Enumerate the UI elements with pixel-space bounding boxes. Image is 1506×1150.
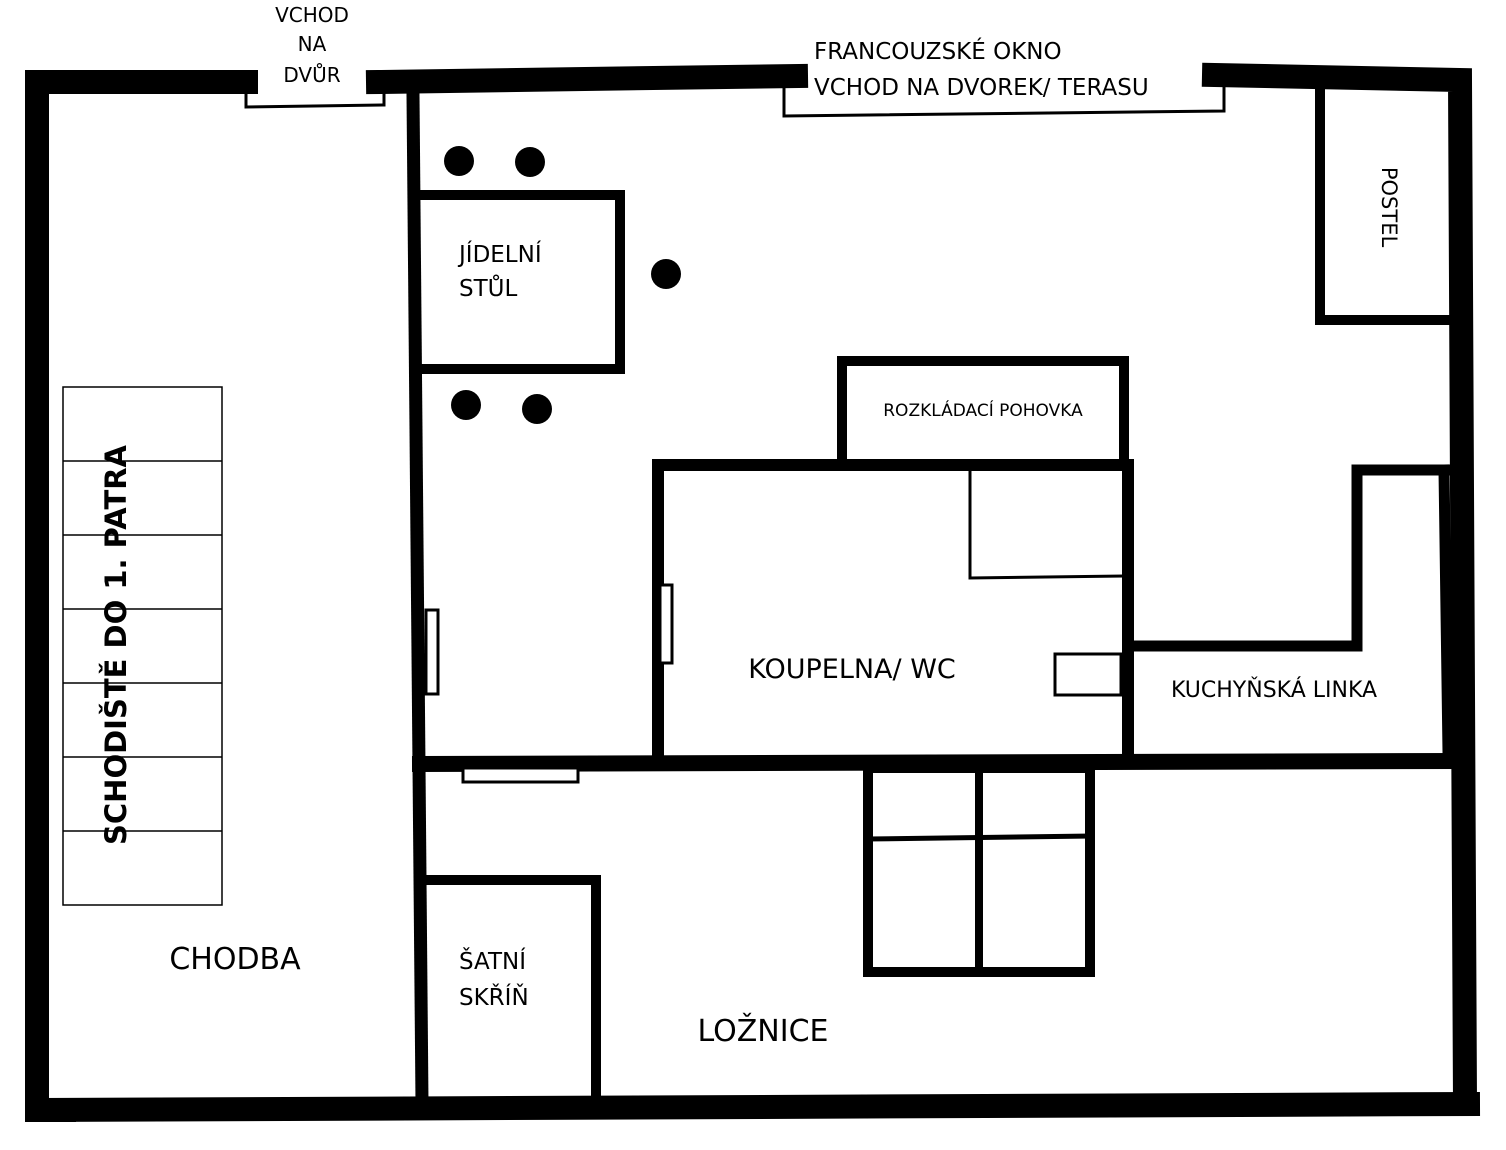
entrance-yard-opening <box>244 80 386 109</box>
entrance-yard-label-line: VCHOD <box>275 3 349 27</box>
outer-walls <box>25 62 1481 1123</box>
french-window-opening <box>782 86 1226 118</box>
dining-table-label-line: STŮL <box>459 273 517 302</box>
wardrobe <box>420 875 601 1108</box>
dining-table <box>416 190 625 374</box>
entrance-yard-door-frame <box>244 80 386 109</box>
entrance-yard-label-line: NA <box>298 32 327 56</box>
staircase <box>62 386 223 906</box>
wall-kitchen <box>1125 464 1454 652</box>
door-bathroom <box>658 583 674 665</box>
bathroom-label: KOUPELNA/ WC <box>748 654 956 685</box>
shower <box>968 466 1125 580</box>
chair <box>444 146 474 176</box>
wardrobe-label-line: SKŘÍŇ <box>459 983 529 1011</box>
wall-kitchen-right-edge <box>1438 464 1454 758</box>
stair-frame <box>62 386 223 906</box>
bed-label: POSTEL <box>1377 167 1401 248</box>
bathroom-fixture <box>1053 652 1123 697</box>
bed-divider <box>865 833 1093 842</box>
chair <box>522 394 552 424</box>
kitchen-label: KUCHYŇSKÁ LINKA <box>1171 677 1377 703</box>
entrance-yard-label-line: DVŮR <box>283 63 340 87</box>
wall-hallway-divider <box>406 88 429 1110</box>
sofa-bed <box>837 356 1129 467</box>
french-window-label-line: VCHOD NA DVOREK/ TERASU <box>814 75 1149 101</box>
bed <box>1315 87 1453 325</box>
wardrobe-label-line: ŠATNÍ <box>459 947 526 975</box>
chair <box>651 259 681 289</box>
door-bedroom <box>461 766 580 784</box>
outer-wall-top-middle <box>365 63 809 95</box>
chair <box>451 390 481 420</box>
labels: VCHOD NA DVŮR FRANCOUZSKÉ OKNO VCHOD NA … <box>99 3 1401 1049</box>
dining-set <box>416 146 681 424</box>
stairs-label: SCHODIŠTĚ DO 1. PATRA <box>99 444 133 845</box>
sofa-bed-label: ROZKLÁDACÍ POHOVKA <box>883 399 1083 421</box>
door-hallway-living <box>424 608 440 696</box>
doors <box>424 583 1123 784</box>
dining-table-label-line: JÍDELNÍ <box>457 240 542 268</box>
outer-wall-right <box>1201 62 1478 1117</box>
hallway-label: CHODBA <box>169 942 301 977</box>
french-window-frame <box>782 86 1226 118</box>
wall-bathroom <box>652 459 1134 766</box>
bedroom-label: LOŽNICE <box>697 1013 828 1049</box>
french-window-label-line: FRANCOUZSKÉ OKNO <box>814 37 1062 65</box>
chair <box>515 147 545 177</box>
bedroom-bed <box>863 763 1095 977</box>
outer-wall-bottom <box>27 1091 1481 1123</box>
wall-bedroom-top <box>411 752 1463 773</box>
interior-walls <box>406 88 1463 1110</box>
